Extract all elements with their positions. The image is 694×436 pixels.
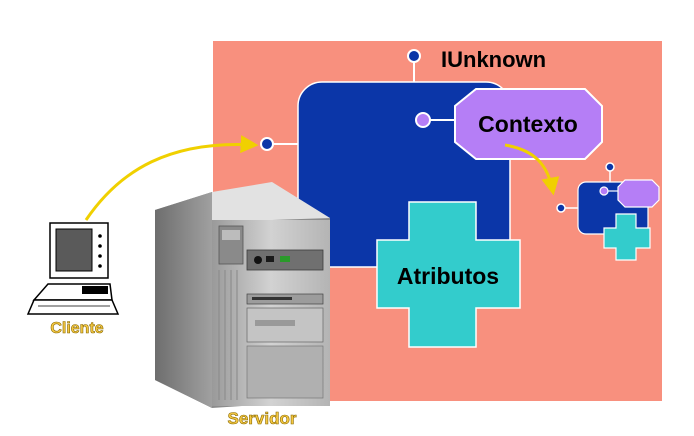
- server-computer-icon: [155, 182, 330, 408]
- iunknown-label: IUnknown: [441, 47, 546, 72]
- object-interface: [260, 137, 298, 151]
- cliente-label: Cliente: [50, 320, 103, 337]
- servidor-label: Servidor: [228, 409, 297, 428]
- context-to-replica-arrow: [504, 143, 560, 196]
- context-shape: [454, 88, 603, 160]
- context-interface: [415, 112, 456, 128]
- attributes-shape: [376, 201, 521, 348]
- iunknown-interface: [407, 49, 421, 84]
- client-computer-icon: [26, 222, 120, 315]
- small-com-object: [556, 162, 660, 261]
- contexto-label: Contexto: [478, 111, 578, 137]
- client-to-object-arrow: [84, 135, 259, 221]
- atributos-label: Atributos: [397, 263, 499, 289]
